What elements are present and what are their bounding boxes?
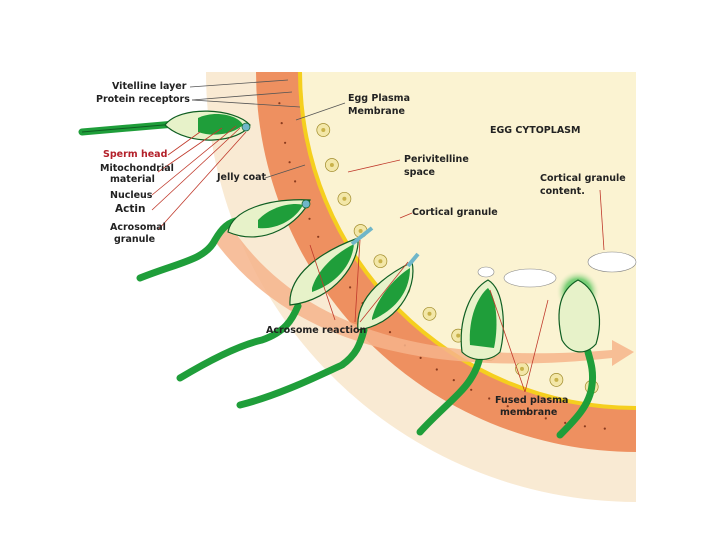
label-mitochondrial-1: Mitochondrial xyxy=(100,163,174,174)
label-jelly-coat: Jelly coat xyxy=(216,172,267,183)
label-actin: Actin xyxy=(115,203,145,215)
receptor-dot xyxy=(349,286,352,289)
label-egg-cytoplasm: EGG CYTOPLASM xyxy=(490,125,580,136)
sperm-3 xyxy=(176,226,374,382)
receptor-dot xyxy=(583,425,587,428)
receptor-dot xyxy=(452,379,455,382)
label-perivitelline-2: space xyxy=(404,167,435,178)
receptor-dot xyxy=(294,180,297,183)
leader-protein xyxy=(191,91,293,101)
label-sperm-head: Sperm head xyxy=(103,149,167,160)
cortical-content-blob xyxy=(587,251,637,273)
receptor-dot xyxy=(488,397,491,400)
cortical-granule-core xyxy=(342,196,347,201)
sperm-5 xyxy=(416,279,504,436)
leader-nucleus xyxy=(151,125,237,196)
leader-vitelline xyxy=(189,79,289,88)
receptor-dot xyxy=(525,411,528,414)
label-cortical-content-1: Cortical granule xyxy=(540,173,626,184)
receptor-dot xyxy=(603,427,606,430)
cortical-granule-core xyxy=(321,128,326,132)
label-vitelline-layer: Vitelline layer xyxy=(112,81,187,92)
leader-acrosome-reaction-2 xyxy=(354,239,361,323)
leader-mitochondrial xyxy=(157,127,223,173)
sperm-3-tail xyxy=(176,302,302,382)
receptor-dot xyxy=(544,417,547,420)
label-fused-1: Fused plasma xyxy=(495,395,568,406)
label-mitochondrial-2: material xyxy=(110,174,155,185)
receptor-dot xyxy=(317,235,320,238)
leader-acrosome-reaction-1 xyxy=(309,244,336,321)
sperm-1-acrosome xyxy=(241,122,251,132)
receptor-dot xyxy=(288,161,291,164)
leader-membrane xyxy=(295,102,346,121)
receptor-dot xyxy=(284,141,287,144)
leader-cortical xyxy=(399,212,413,219)
leader-fused-2 xyxy=(524,299,549,393)
sperm-4 xyxy=(236,252,420,409)
leader-sperm-head xyxy=(167,131,201,156)
label-acrosome-reaction: Acrosome reaction xyxy=(266,325,367,336)
sperm-2 xyxy=(136,199,311,282)
receptor-dot xyxy=(388,331,392,334)
label-egg-plasma-1: Egg Plasma xyxy=(348,93,410,104)
sperm-3-nucleus xyxy=(312,244,354,292)
sperm-4-nucleus xyxy=(372,268,410,320)
cortical-granule-core xyxy=(378,259,383,264)
leader-lines-black xyxy=(189,79,346,179)
cortical-content-blob xyxy=(503,268,557,288)
sperm-1-tail-line xyxy=(81,123,176,133)
cortical-granule-core xyxy=(456,333,461,338)
label-acrosomal-2: granule xyxy=(114,234,155,245)
sperm-2-tail xyxy=(136,216,244,282)
cortical-granule-core xyxy=(520,366,524,371)
label-cortical-granule: Cortical granule xyxy=(412,207,498,218)
leader-protein-2 xyxy=(191,99,301,108)
leader-acrosomal xyxy=(157,131,247,231)
egg-cell xyxy=(206,72,636,502)
sperm-4-acrosome-process xyxy=(406,252,420,268)
sperm-3-acrosome-process xyxy=(350,226,374,246)
receptor-dot xyxy=(419,356,422,359)
egg-cytoplasm-region xyxy=(302,72,636,406)
sperm-5-nucleus xyxy=(469,288,497,348)
receptor-dot xyxy=(280,122,283,125)
label-egg-plasma-2: Membrane xyxy=(348,106,405,117)
receptor-dot xyxy=(435,368,438,371)
receptor-dot xyxy=(278,102,281,105)
label-perivitelline-1: Perivitelline xyxy=(404,154,469,165)
sperm-1 xyxy=(78,110,251,141)
leader-acrosome-reaction-3 xyxy=(359,261,409,323)
receptor-dot xyxy=(470,388,473,391)
label-acrosomal-1: Acrosomal xyxy=(110,222,166,233)
sperm-6-tail xyxy=(556,348,596,439)
label-nucleus: Nucleus xyxy=(110,190,153,201)
cortical-granule-core xyxy=(427,311,432,316)
receptor-dot xyxy=(308,217,311,220)
leader-jelly xyxy=(264,164,306,179)
leader-lines-red xyxy=(151,125,605,393)
sperm-6 xyxy=(556,279,600,439)
label-protein-receptors: Protein receptors xyxy=(96,94,190,105)
cortical-granule-core xyxy=(358,229,363,233)
cortical-content-blob xyxy=(477,266,495,278)
receptor-dot xyxy=(564,421,567,424)
leader-actin xyxy=(151,127,241,211)
sperm-4-tail xyxy=(236,326,368,409)
cortical-granule-core xyxy=(329,163,334,167)
sperm-6-head xyxy=(558,279,600,353)
leader-fused-1 xyxy=(489,289,526,393)
leader-cortical-content xyxy=(599,189,605,251)
cortical-granule-core xyxy=(554,377,559,382)
receptor-dot xyxy=(506,405,509,408)
label-fused-2: membrane xyxy=(500,407,557,418)
label-cortical-content-2: content. xyxy=(540,186,585,197)
leader-perivitelline xyxy=(347,159,401,173)
sperm-2-acrosome xyxy=(301,199,311,209)
sperm-2-nucleus xyxy=(258,203,303,229)
